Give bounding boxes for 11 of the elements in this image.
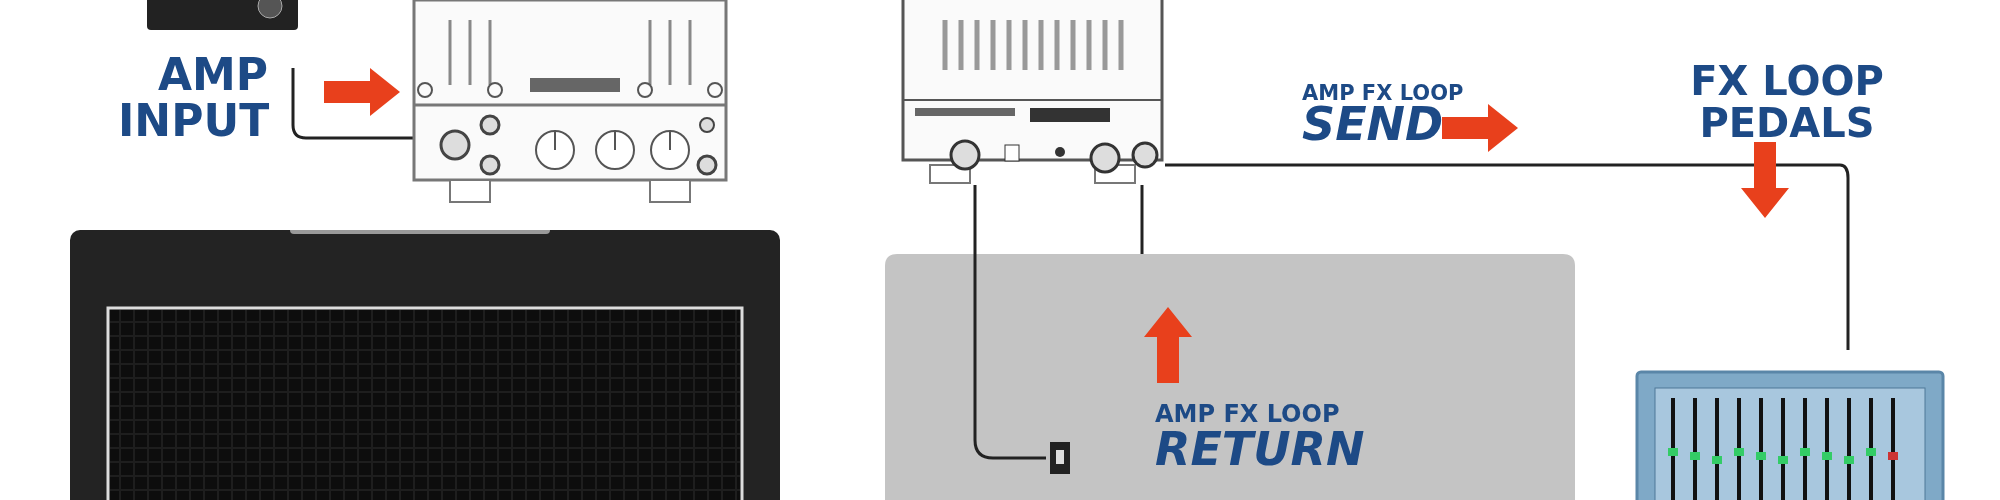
- loop-label: AMP FX LOOP: [1155, 402, 1340, 428]
- input-label: AMP INPUT: [118, 52, 268, 145]
- cable: [1140, 185, 1144, 254]
- amp-head-rear-drawing: [900, 0, 1165, 185]
- return-label: RETURN: [1155, 425, 1365, 474]
- eq-pedal-drawing: [1635, 368, 1945, 500]
- cable: [291, 68, 414, 140]
- pedal-drawing: [145, 0, 300, 32]
- pedals-label: FX LOOP PEDALS: [1689, 60, 1885, 144]
- cable: [1165, 163, 1850, 350]
- cable: [973, 185, 1046, 460]
